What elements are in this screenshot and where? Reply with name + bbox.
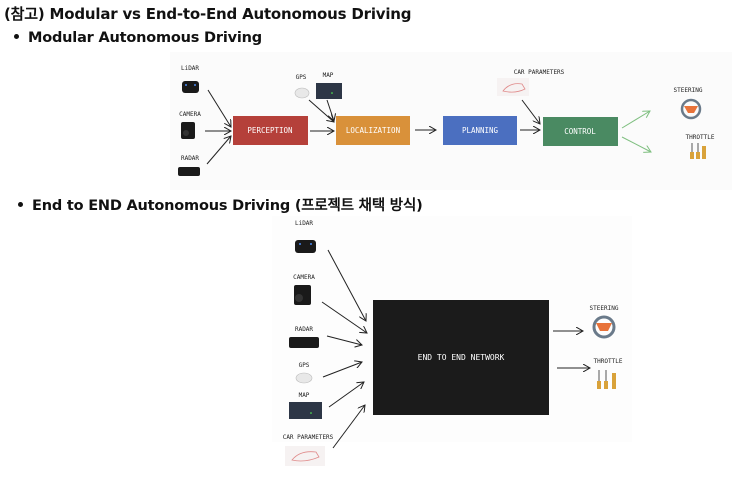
car-icon [285, 446, 325, 466]
perception-label: PERCEPTION [247, 126, 292, 135]
map-label: MAP [323, 72, 334, 79]
throttle-icon [690, 143, 706, 159]
map-icon [289, 402, 322, 419]
camera-icon [294, 285, 311, 305]
bullet-label: Modular Autonomous Driving [28, 30, 262, 46]
control-module: CONTROL [543, 117, 618, 146]
radar-icon [289, 337, 319, 348]
steering-wheel-icon [680, 98, 702, 120]
lidar-icon [295, 240, 316, 253]
bullet-dot [14, 33, 19, 39]
localization-module: LOCALIZATION [336, 116, 410, 145]
car-parameters-label: CAR PARAMETERS [283, 434, 334, 441]
end-to-end-network-box: END TO END NETWORK [373, 300, 549, 415]
bullet-e2e: End to END Autonomous Driving (프로젝트 채택 방… [18, 194, 423, 215]
steering-label: STEERING [674, 87, 703, 94]
lidar-icon [182, 81, 199, 93]
planning-label: PLANNING [462, 126, 499, 135]
network-label: END TO END NETWORK [418, 353, 505, 362]
throttle-label: THROTTLE [594, 358, 623, 365]
camera-label: CAMERA [293, 274, 315, 281]
camera-label: CAMERA [179, 111, 201, 118]
gps-icon [294, 87, 310, 99]
gps-label: GPS [296, 74, 307, 81]
localization-label: LOCALIZATION [346, 126, 400, 135]
page-title: (참고) Modular vs End-to-End Autonomous Dr… [4, 5, 412, 23]
control-label: CONTROL [564, 127, 596, 136]
radar-icon [178, 167, 200, 176]
map-icon [316, 83, 342, 99]
planning-module: PLANNING [443, 116, 517, 145]
throttle-label: THROTTLE [686, 134, 715, 141]
camera-icon [181, 122, 195, 139]
map-label: MAP [299, 392, 310, 399]
bullet-modular: Modular Autonomous Driving [14, 30, 262, 46]
steering-wheel-icon [592, 315, 616, 339]
steering-label: STEERING [590, 305, 619, 312]
lidar-label: LiDAR [295, 220, 313, 227]
throttle-icon [597, 370, 616, 389]
radar-label: RADAR [295, 326, 313, 333]
modular-diagram: LiDAR CAMERA RADAR GPS MAP CAR PARAMETER… [170, 52, 732, 190]
lidar-label: LiDAR [181, 65, 199, 72]
bullet-label: End to END Autonomous Driving (프로젝트 채택 방… [32, 198, 423, 214]
bullet-dot [18, 201, 23, 207]
radar-label: RADAR [181, 155, 199, 162]
car-icon [497, 78, 529, 96]
perception-module: PERCEPTION [233, 116, 308, 145]
gps-label: GPS [299, 362, 310, 369]
e2e-diagram: LiDAR CAMERA RADAR GPS MAP CAR PARAMETER… [272, 216, 632, 466]
gps-icon [295, 372, 313, 384]
car-parameters-label: CAR PARAMETERS [514, 69, 565, 76]
